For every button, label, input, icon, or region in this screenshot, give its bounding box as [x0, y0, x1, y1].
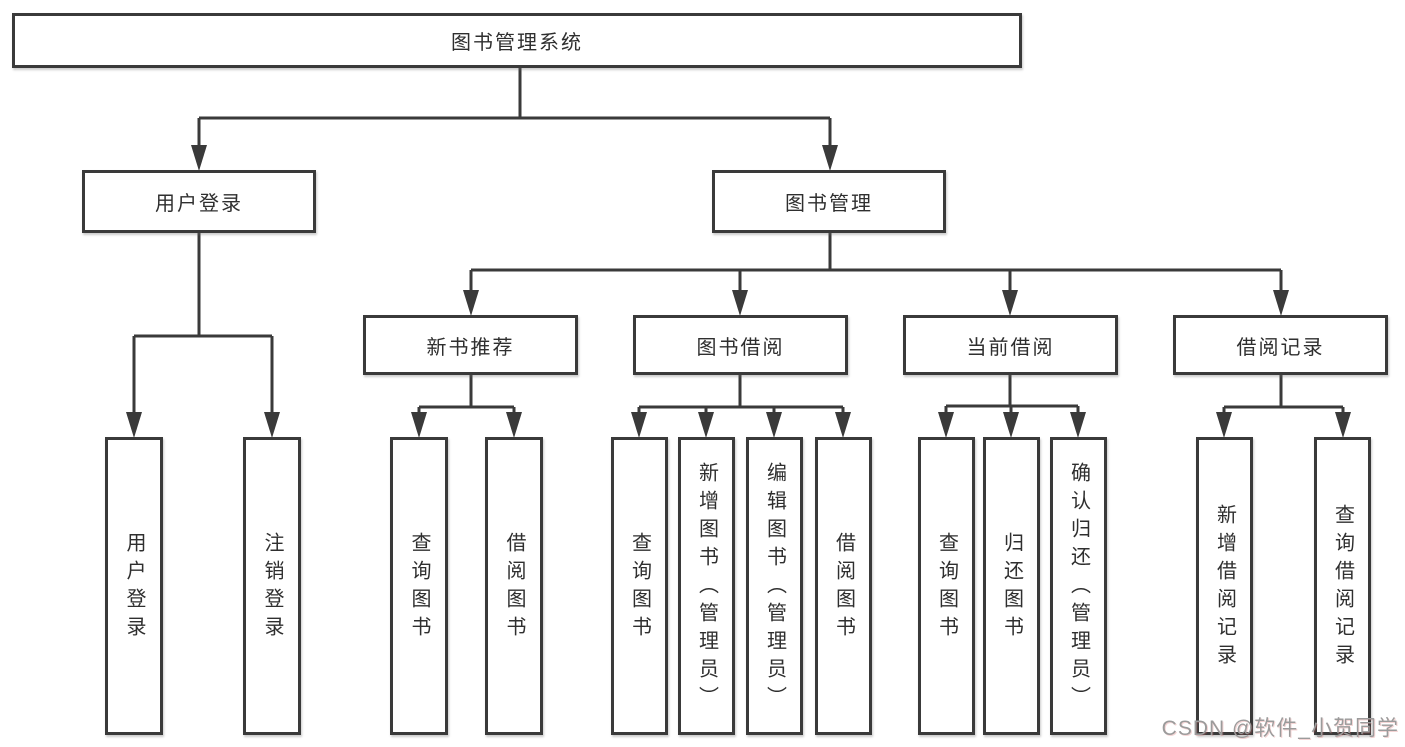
leaf-borrow-books-recommend: 借阅图书: [485, 437, 543, 735]
node-library-management-system: 图书管理系统: [12, 13, 1022, 68]
node-book-management: 图书管理: [712, 170, 946, 233]
node-book-borrowing: 图书借阅: [633, 315, 848, 375]
node-new-book-recommendation: 新书推荐: [363, 315, 578, 375]
leaf-borrow-books: 借阅图书: [815, 437, 872, 735]
leaf-query-books-current: 查询图书: [918, 437, 975, 735]
leaf-logout: 注销登录: [243, 437, 301, 735]
leaf-query-borrow-record: 查询借阅记录: [1314, 437, 1371, 735]
leaf-query-books-borrowing: 查询图书: [611, 437, 668, 735]
csdn-watermark: CSDN @软件_小贺同学: [1161, 717, 1399, 740]
node-borrowing-records: 借阅记录: [1173, 315, 1388, 375]
leaf-add-borrow-record: 新增借阅记录: [1196, 437, 1253, 735]
leaf-add-books-admin: 新增图书（管理员）: [678, 437, 735, 735]
leaf-user-login: 用户登录: [105, 437, 163, 735]
leaf-confirm-return-admin: 确认归还（管理员）: [1050, 437, 1107, 735]
node-user-login: 用户登录: [82, 170, 316, 233]
leaf-return-books: 归还图书: [983, 437, 1040, 735]
node-current-borrowing: 当前借阅: [903, 315, 1118, 375]
leaf-query-books-recommend: 查询图书: [390, 437, 448, 735]
leaf-edit-books-admin: 编辑图书（管理员）: [746, 437, 803, 735]
